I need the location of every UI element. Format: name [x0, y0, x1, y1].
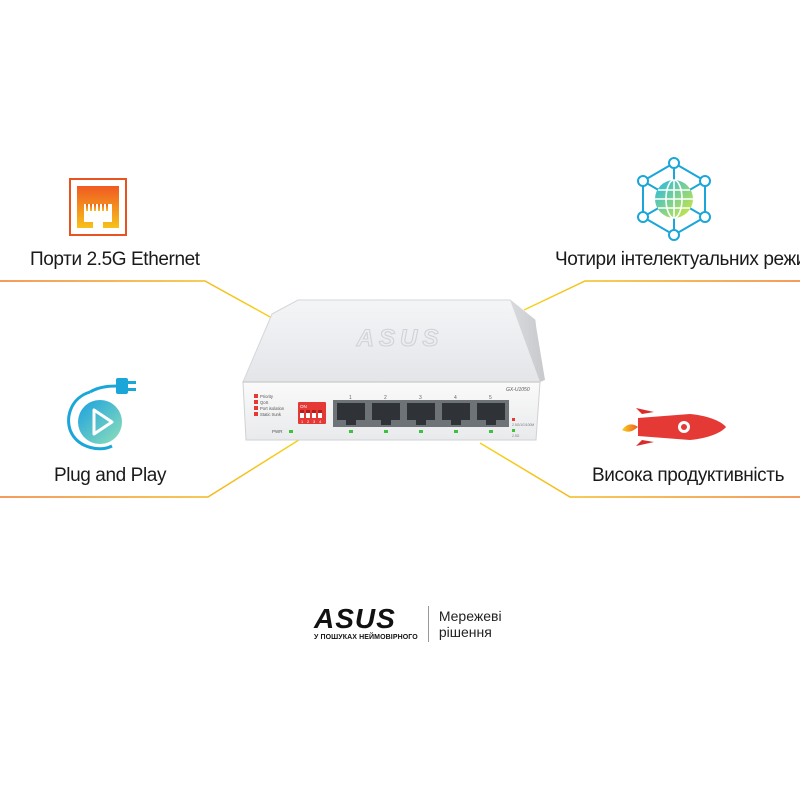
svg-text:5: 5	[489, 395, 492, 401]
asus-logo-word: ASUS	[314, 603, 396, 634]
dip-num-2: 2	[307, 419, 310, 424]
port-4: 4	[438, 395, 474, 433]
ethernet-port-icon	[69, 178, 129, 243]
svg-text:3: 3	[419, 395, 422, 401]
feature-label-plug: Plug and Play	[54, 465, 167, 486]
line-performance	[479, 442, 800, 498]
asus-tagline: У ПОШУКАХ НЕЙМОВІРНОГО	[314, 634, 418, 641]
footer-divider	[427, 606, 429, 642]
dip-num-1: 1	[301, 419, 304, 424]
speed-label: 2.5G/1G/100M	[512, 423, 534, 427]
port-3: 3	[403, 395, 439, 433]
line-ports	[0, 280, 273, 319]
asus-logo: ASUS У ПОШУКАХ НЕЙМОВІРНОГО	[314, 603, 418, 642]
speed-label-2: 2.5G	[512, 434, 520, 438]
pwr-label: PWR	[272, 429, 283, 434]
dip-num-4: 4	[319, 419, 322, 424]
dip-mode-4: Static trunk	[260, 412, 282, 417]
footer-caption-line2: рішення	[438, 624, 492, 640]
dip-num-3: 3	[313, 419, 316, 424]
device-top-logo: ASUS	[356, 325, 444, 352]
line-modes	[523, 280, 800, 311]
svg-text:1: 1	[349, 395, 352, 401]
rocket-icon	[620, 402, 730, 457]
feature-label-modes: Чотири інтелектуальних режими	[555, 249, 800, 270]
dip-mode-2: QoS	[260, 400, 269, 405]
feature-label-performance: Висока продуктивність	[592, 465, 785, 486]
plug-play-icon	[60, 372, 146, 463]
feature-label-ports: Порти 2.5G Ethernet	[30, 249, 200, 270]
ethernet-ports: 1 2 3 4 5	[333, 395, 509, 433]
globe-network-icon	[631, 156, 717, 247]
footer-caption-line1: Мережеві	[438, 608, 502, 624]
dip-on-label: ON	[300, 404, 307, 409]
dip-mode-1: Priority	[260, 394, 274, 399]
dip-mode-3: Port isolation	[260, 406, 285, 411]
port-1: 1	[333, 395, 369, 433]
footer-brand: ASUS У ПОШУКАХ НЕЙМОВІРНОГО Мережеві ріш…	[314, 603, 502, 642]
dip-switch-block: ON 1 2 3 4	[298, 402, 326, 424]
svg-text:2: 2	[384, 395, 387, 401]
line-plug	[0, 437, 303, 498]
port-2: 2	[368, 395, 404, 433]
model-label: GX-U1050	[506, 387, 530, 393]
pwr-led	[289, 430, 293, 433]
svg-text:4: 4	[454, 395, 457, 401]
footer-caption: Мережеві рішення	[439, 608, 502, 640]
port-5: 5	[473, 395, 509, 433]
